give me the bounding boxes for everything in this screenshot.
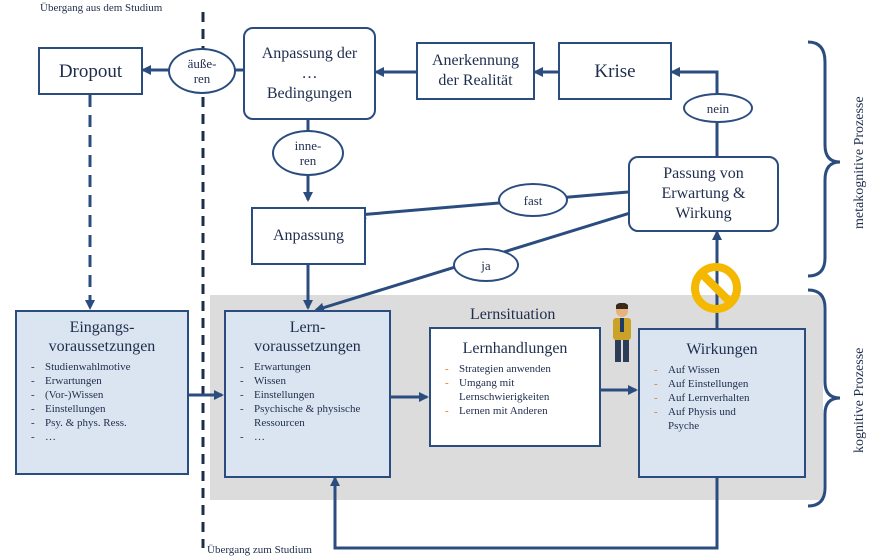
lern-list: Erwartungen Wissen Einstellungen Psychis…: [226, 360, 389, 444]
list-item: Auf Lernverhalten: [654, 391, 804, 405]
anpassung-bedingungen-box: Anpassung der … Bedingungen: [243, 27, 376, 120]
cognitive-label: kognitive Prozesse: [852, 347, 867, 453]
lern-box: Lern- voraussetzungen Erwartungen Wissen…: [224, 310, 391, 478]
fast-arrow: [356, 190, 629, 220]
eingang-box: Eingangs- voraussetzungen Studienwahlmot…: [15, 310, 189, 475]
list-item: Wissen: [240, 374, 389, 388]
krise-box: Krise: [558, 42, 672, 100]
list-item: (Vor-)Wissen: [31, 388, 187, 402]
eingang-list: Studienwahlmotive Erwartungen (Vor-)Wiss…: [17, 360, 187, 444]
passung-box: Passung von Erwartung & Wirkung: [628, 156, 779, 232]
anerkennung-label: Anerkennung der Realität: [431, 52, 520, 89]
list-item: Auf Physis und Psyche: [654, 405, 768, 433]
anpassung-bedingungen-label: Anpassung der … Bedingungen: [261, 44, 358, 102]
list-item: …: [31, 430, 187, 444]
fast-oval: fast: [498, 183, 568, 217]
wirkungen-list: Auf Wissen Auf Einstellungen Auf Lernver…: [640, 363, 804, 433]
list-item: Einstellungen: [31, 402, 187, 416]
aeussern-oval: äuße- ren: [168, 48, 236, 94]
list-item: Psy. & phys. Ress.: [31, 416, 187, 430]
metacognitive-label: metakognitive Prozesse: [852, 96, 867, 230]
list-item: Umgang mit Lernschwierigkeiten: [445, 376, 569, 404]
innern-label: inne- ren: [294, 138, 322, 168]
cognitive-brace: [807, 288, 841, 508]
list-item: Lernen mit Anderen: [445, 404, 599, 418]
list-item: Studienwahlmotive: [31, 360, 187, 374]
handlungen-list: Strategien anwenden Umgang mit Lernschwi…: [431, 362, 599, 418]
anpassung-box: Anpassung: [251, 207, 366, 265]
top-transition-label: Übergang aus dem Studium: [40, 2, 163, 14]
passung-label: Passung von Erwartung & Wirkung: [661, 165, 746, 222]
lern-title: Lern- voraussetzungen: [254, 319, 361, 355]
lernsituation-title: Lernsituation: [470, 306, 556, 323]
nein-oval: nein: [683, 93, 753, 123]
list-item: Auf Wissen: [654, 363, 804, 377]
aeussern-label: äuße- ren: [187, 56, 217, 86]
dropout-box: Dropout: [38, 47, 143, 95]
stop-icon: [691, 263, 741, 313]
feedback-loop-arrow: [330, 476, 719, 550]
anerkennung-box: Anerkennung der Realität: [416, 42, 535, 100]
list-item: Strategien anwenden: [445, 362, 599, 376]
list-item: Einstellungen: [240, 388, 389, 402]
innern-oval: inne- ren: [272, 130, 344, 176]
person-icon: [613, 303, 631, 362]
eingang-title: Eingangs- voraussetzungen: [48, 319, 156, 355]
ja-oval: ja: [453, 248, 519, 282]
list-item: Auf Einstellungen: [654, 377, 804, 391]
list-item: Psychische & physische Ressourcen: [240, 402, 389, 430]
metacognitive-brace: [807, 40, 841, 278]
handlungen-box: Lernhandlungen Strategien anwenden Umgan…: [429, 327, 601, 447]
list-item: …: [240, 430, 389, 444]
wirkungen-title: Wirkungen: [686, 341, 758, 358]
list-item: Erwartungen: [31, 374, 187, 388]
wirkungen-box: Wirkungen Auf Wissen Auf Einstellungen A…: [638, 328, 806, 478]
list-item: Erwartungen: [240, 360, 389, 374]
nein-arrow: [670, 67, 719, 156]
handlungen-title: Lernhandlungen: [462, 340, 568, 357]
bottom-transition-label: Übergang zum Studium: [207, 544, 312, 556]
